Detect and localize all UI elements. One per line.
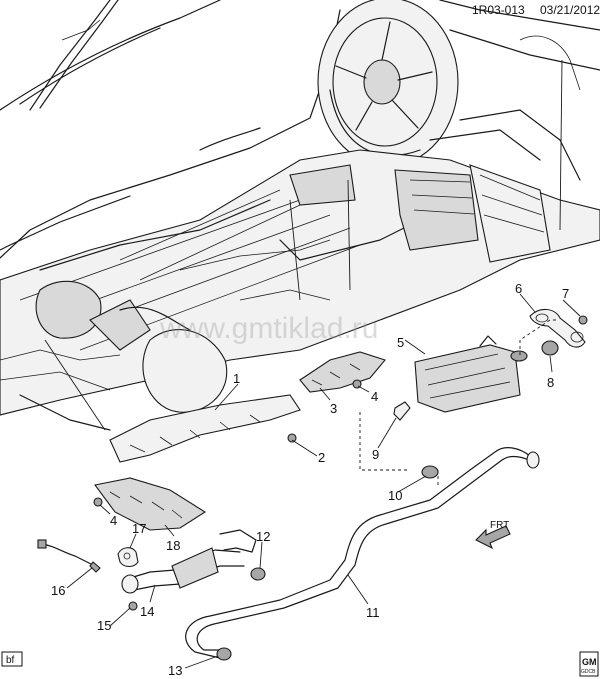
part-11-exhaust-pipe bbox=[185, 447, 540, 661]
watermark-text: www.gmtiklad.ru bbox=[159, 312, 378, 345]
callout-12: 12 bbox=[256, 529, 270, 544]
callout-9: 9 bbox=[372, 447, 379, 462]
part-14-catalytic-converter bbox=[121, 529, 257, 594]
callout-13: 13 bbox=[168, 663, 182, 678]
diagram-date: 03/21/2012 bbox=[540, 3, 600, 17]
part-12-gasket bbox=[250, 567, 266, 581]
corner-tag: bf bbox=[1, 651, 23, 667]
part-4-nut-upper bbox=[352, 379, 362, 389]
callout-labels: 1 2 3 4 4 5 6 7 8 9 10 11 12 13 14 15 16… bbox=[51, 281, 569, 678]
callout-14: 14 bbox=[140, 604, 154, 619]
callout-16: 16 bbox=[51, 583, 65, 598]
gm-logo-text: GM bbox=[582, 657, 597, 667]
callout-11: 11 bbox=[366, 605, 380, 620]
callout-1: 1 bbox=[233, 371, 240, 386]
callout-15: 15 bbox=[97, 618, 111, 633]
callout-2: 2 bbox=[318, 450, 325, 465]
front-arrow-label: FRT bbox=[490, 520, 509, 531]
callout-18: 18 bbox=[166, 538, 180, 553]
part-5-muffler bbox=[414, 335, 528, 413]
part-18-heat-shield bbox=[94, 477, 207, 531]
gm-logo: GM GDCB bbox=[579, 651, 599, 677]
callout-7: 7 bbox=[562, 286, 569, 301]
part-4-nut-lower bbox=[93, 497, 103, 507]
part-10-insulator bbox=[421, 465, 439, 479]
callout-10: 10 bbox=[388, 488, 402, 503]
callout-5: 5 bbox=[397, 335, 404, 350]
callout-6: 6 bbox=[515, 281, 522, 296]
part-9-hanger bbox=[393, 401, 411, 421]
corner-tag-label: bf bbox=[6, 655, 15, 666]
part-17-gasket bbox=[117, 547, 139, 568]
vehicle-body bbox=[0, 0, 600, 259]
callout-8: 8 bbox=[547, 375, 554, 390]
front-direction-arrow: FRT bbox=[475, 520, 511, 550]
part-3-heat-shield bbox=[299, 351, 386, 393]
part-15-nut bbox=[128, 601, 138, 611]
callout-3: 3 bbox=[330, 401, 337, 416]
part-6-hanger bbox=[529, 308, 586, 348]
part-2-nut bbox=[287, 433, 297, 443]
underbody-floor bbox=[0, 109, 600, 431]
callout-leaders bbox=[44, 59, 581, 669]
callout-4-upper: 4 bbox=[371, 389, 378, 404]
part-7-bolt bbox=[578, 315, 588, 325]
diagram-code: 1R03-013 bbox=[472, 3, 525, 17]
callout-17: 17 bbox=[132, 521, 146, 536]
part-1-heat-shield bbox=[109, 394, 301, 463]
callout-4-lower: 4 bbox=[110, 513, 117, 528]
part-16-oxygen-sensor bbox=[37, 539, 101, 573]
gm-logo-subtext: GDCB bbox=[581, 669, 596, 675]
part-8-insulator bbox=[541, 340, 559, 356]
